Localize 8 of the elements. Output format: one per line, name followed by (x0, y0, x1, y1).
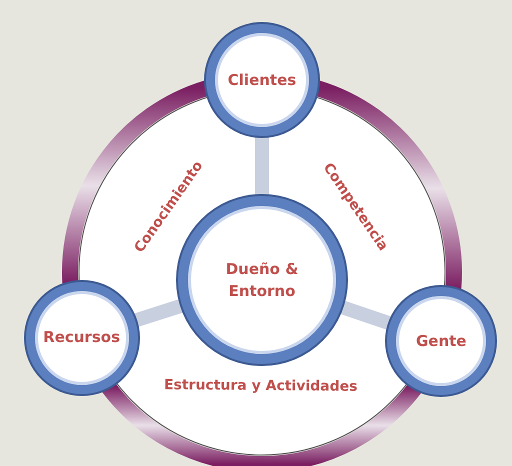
node-label: Recursos (43, 327, 120, 348)
arc-label: Estructura y Actividades (164, 377, 358, 395)
node-label: Clientes (228, 70, 296, 91)
node-label: Dueño & Entorno (224, 258, 300, 302)
node-label: Gente (416, 330, 466, 352)
connector-bar (132, 298, 184, 328)
connector-bar (339, 300, 392, 330)
connector-bar (255, 136, 269, 196)
